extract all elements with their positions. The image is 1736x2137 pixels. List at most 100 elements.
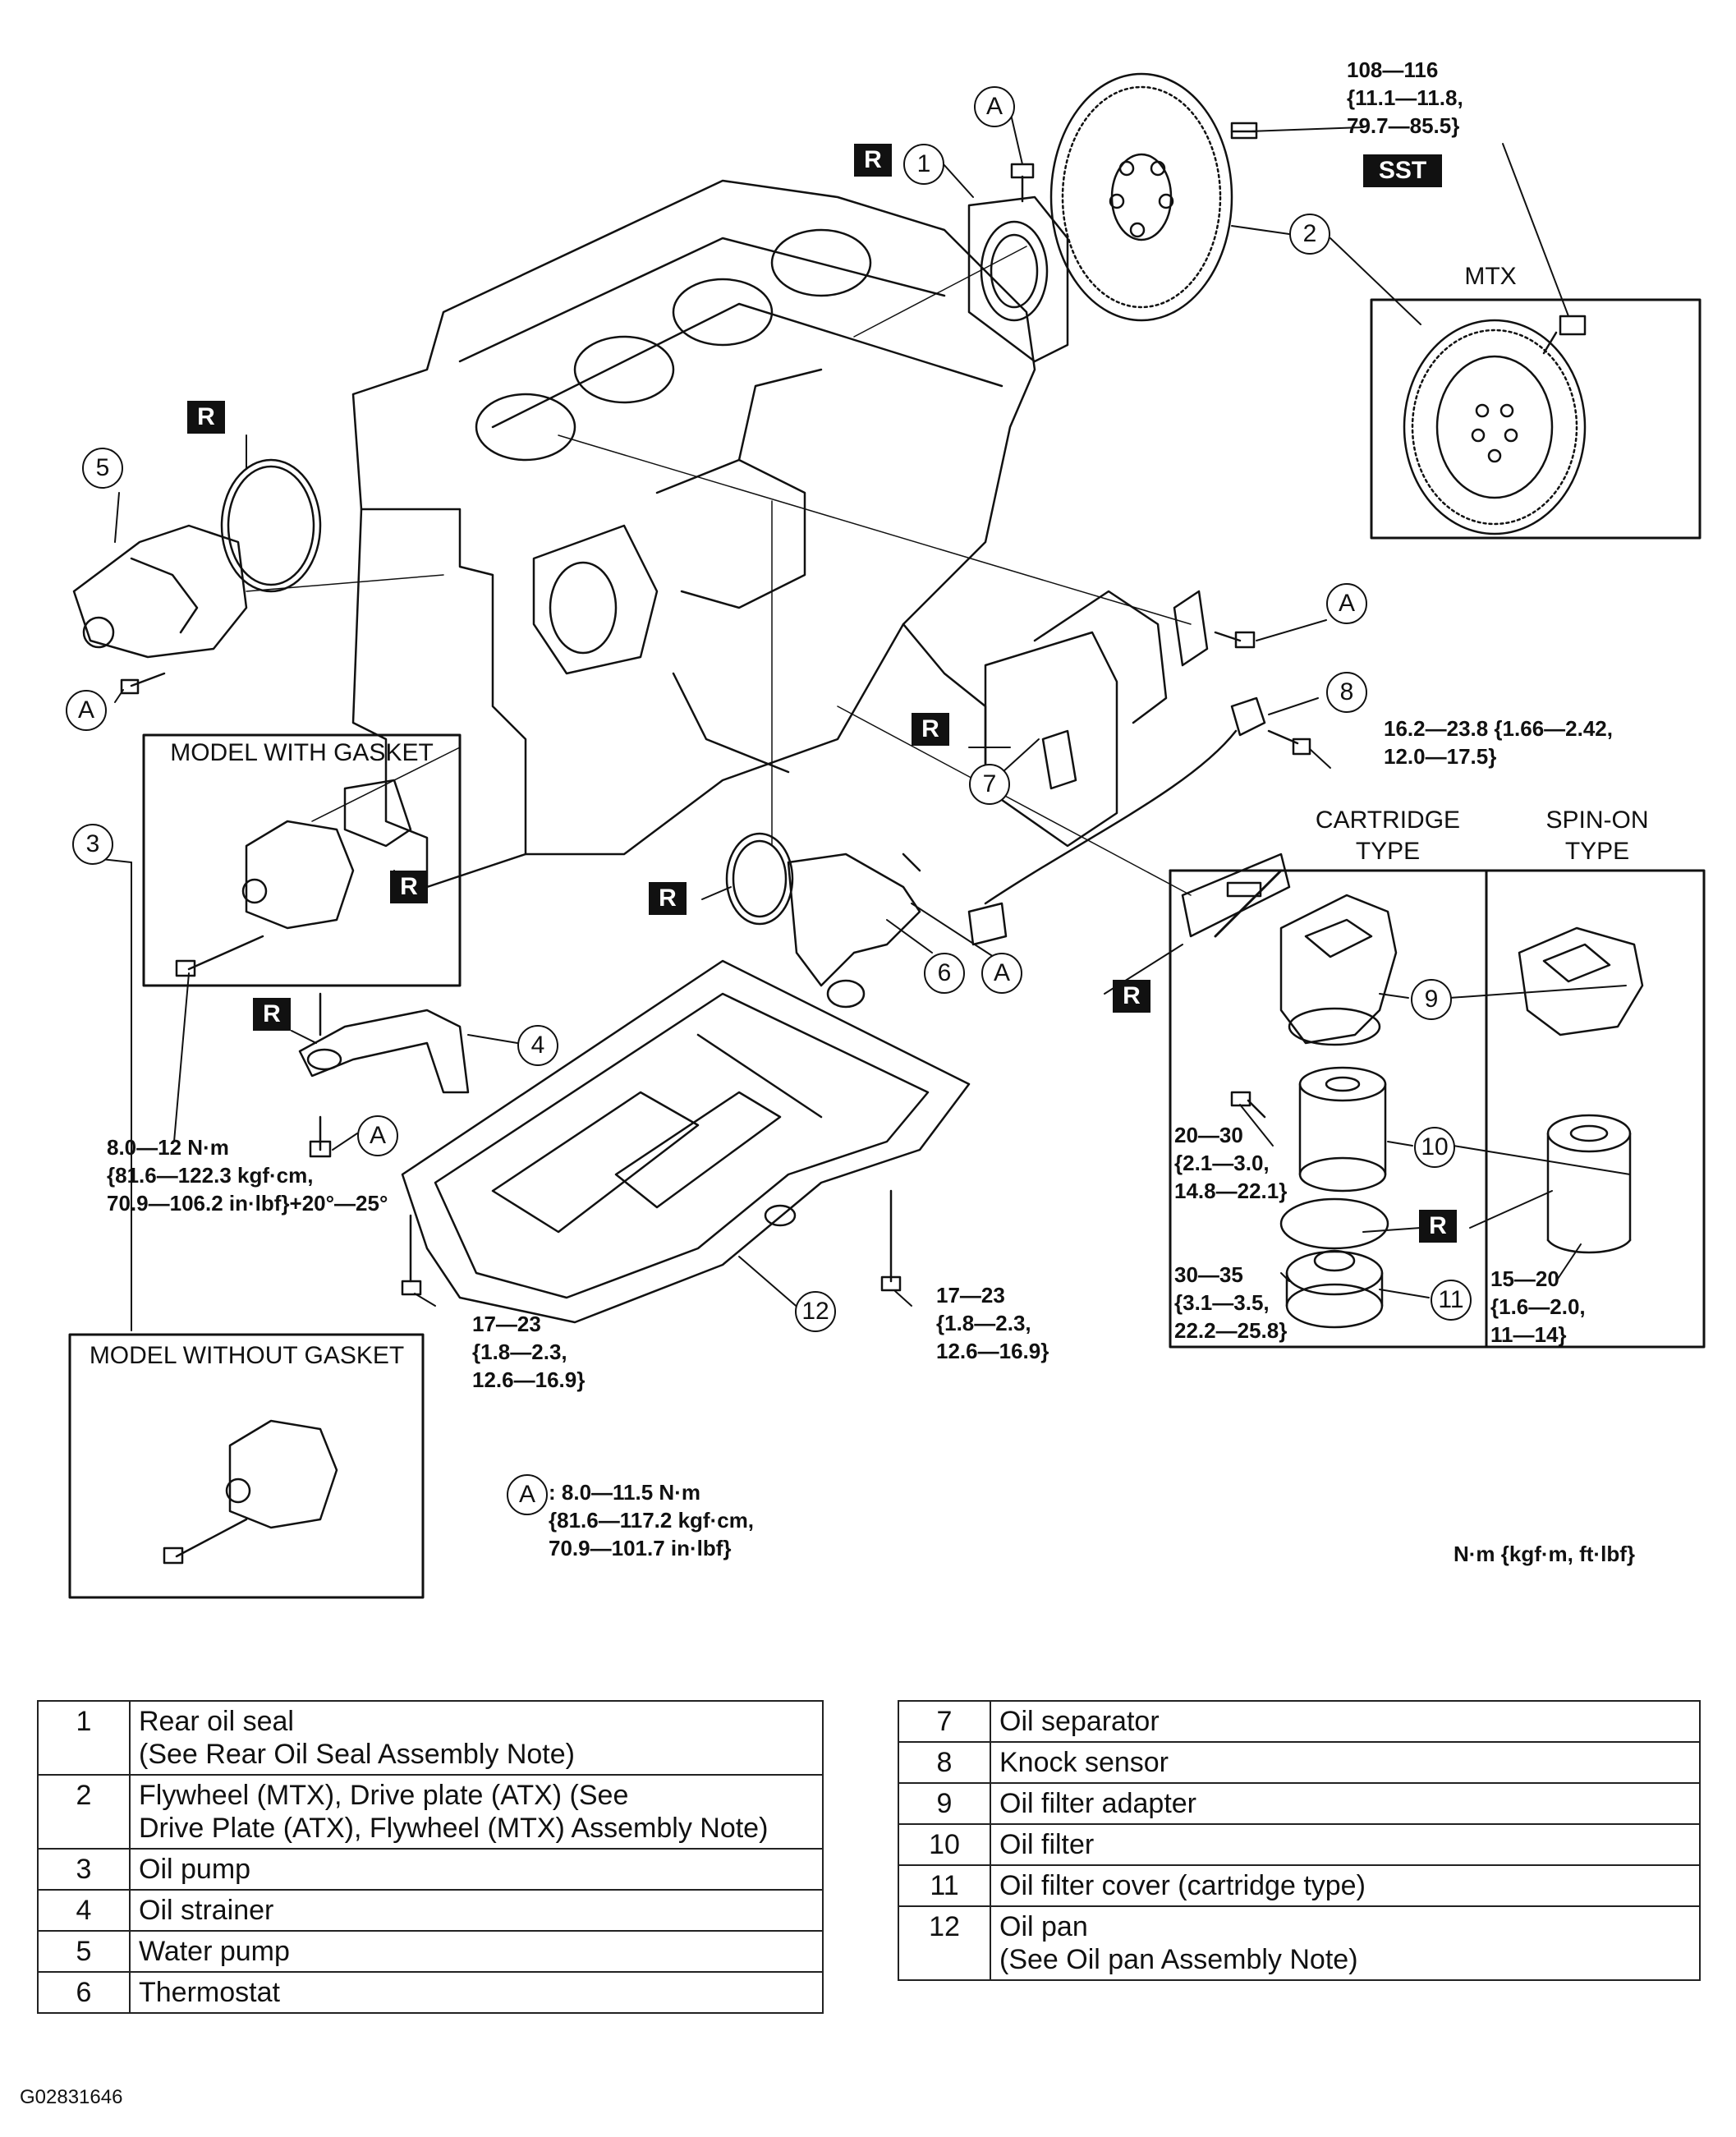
legend-number: 11 bbox=[898, 1864, 991, 1907]
callout-a-separator: A bbox=[1326, 583, 1367, 624]
spin-on-adapter-part bbox=[1518, 926, 1644, 1036]
torque-oil-pan-left: 17—23 {1.8—2.3, 12.6—16.9} bbox=[472, 1312, 586, 1392]
torque-oil-pump: 8.0—12 N·m {81.6—122.3 kgf·cm, 70.9—106.… bbox=[107, 1135, 388, 1216]
callout-3: 3 bbox=[72, 824, 113, 865]
legend-number: 5 bbox=[37, 1930, 131, 1973]
rear-oil-seal-part bbox=[967, 163, 1069, 363]
callout-12: 12 bbox=[795, 1291, 836, 1332]
torque-spin-on: 15—20 {1.6—2.0, 11—14} bbox=[1490, 1266, 1586, 1347]
callout-a-strainer: A bbox=[357, 1115, 398, 1156]
spin-on-type-box bbox=[1485, 869, 1706, 1349]
r-badge-adapter-gasket: R bbox=[1113, 980, 1150, 1013]
model-without-gasket-header: MODEL WITHOUT GASKET bbox=[89, 1342, 405, 1369]
r-badge-oil-pump-gasket: R bbox=[390, 871, 428, 903]
figure-id: G02831646 bbox=[20, 2086, 123, 2108]
filter-cover-part bbox=[1279, 1197, 1389, 1329]
legend-description: Oil filter adapter bbox=[990, 1782, 1701, 1825]
oil-pan-part bbox=[401, 959, 971, 1324]
legend-number: 2 bbox=[37, 1774, 131, 1850]
legend-number: 3 bbox=[37, 1848, 131, 1891]
r-badge-strainer: R bbox=[253, 998, 291, 1031]
legend-number: 9 bbox=[898, 1782, 991, 1825]
legend-number: 4 bbox=[37, 1889, 131, 1932]
thermostat-part bbox=[725, 832, 921, 1009]
legend-description: Knock sensor bbox=[990, 1741, 1701, 1784]
legend-description: Flywheel (MTX), Drive plate (ATX) (See D… bbox=[129, 1774, 824, 1850]
legend-description: Oil separator bbox=[990, 1700, 1701, 1743]
legend-number: 12 bbox=[898, 1905, 991, 1981]
model-without-gasket-box bbox=[68, 1333, 425, 1599]
legend-number: 10 bbox=[898, 1823, 991, 1866]
callout-a-thermostat: A bbox=[981, 953, 1022, 994]
legend-description: Oil strainer bbox=[129, 1889, 824, 1932]
cartridge-type-header: CARTRIDGE TYPE bbox=[1315, 807, 1461, 865]
spin-on-filter-part bbox=[1546, 1114, 1632, 1254]
callout-2: 2 bbox=[1289, 214, 1330, 255]
callout-4: 4 bbox=[517, 1025, 558, 1066]
callout-9: 9 bbox=[1411, 979, 1452, 1020]
legend-description: Thermostat bbox=[129, 1971, 824, 2014]
model-with-gasket-box bbox=[142, 733, 462, 987]
torque-units: N·m {kgf·m, ft·lbf} bbox=[1454, 1542, 1635, 1566]
legend-number: 7 bbox=[898, 1700, 991, 1743]
model-with-gasket-header: MODEL WITH GASKET bbox=[170, 739, 434, 766]
spin-on-type-header: SPIN-ON TYPE bbox=[1545, 807, 1649, 865]
oil-strainer-part bbox=[298, 992, 470, 1158]
cartridge-filter-part bbox=[1298, 1066, 1387, 1193]
callout-7: 7 bbox=[969, 764, 1010, 805]
callout-5: 5 bbox=[82, 448, 123, 489]
sst-badge: SST bbox=[1363, 154, 1442, 187]
legend-number: 1 bbox=[37, 1700, 131, 1776]
callout-a-water-pump: A bbox=[66, 690, 107, 731]
torque-adapter-bolt: 20—30 {2.1—3.0, 14.8—22.1} bbox=[1174, 1123, 1288, 1203]
cylinder-block bbox=[351, 179, 1036, 889]
legend-description: Oil pump bbox=[129, 1848, 824, 1891]
torque-knock-sensor: 16.2—23.8 {1.66—2.42, 12.0—17.5} bbox=[1384, 716, 1613, 769]
cartridge-adapter-part bbox=[1230, 894, 1398, 1119]
r-badge-oil-separator: R bbox=[912, 713, 949, 746]
oil-pump-alt-part bbox=[163, 1419, 338, 1565]
callout-1: 1 bbox=[903, 144, 944, 185]
adapter-gasket-part bbox=[1181, 853, 1291, 938]
exploded-engine-diagram bbox=[68, 72, 1706, 1599]
drive-plate-part bbox=[1049, 72, 1258, 322]
r-badge-filter-oring: R bbox=[1419, 1210, 1457, 1243]
r-badge-water-pump-gasket: R bbox=[187, 401, 225, 434]
torque-flywheel: 108—116 {11.1—11.8, 79.7—85.5} bbox=[1347, 57, 1463, 138]
mtx-box bbox=[1370, 298, 1702, 540]
torque-filter-cover: 30—35 {3.1—3.5, 22.2—25.8} bbox=[1174, 1262, 1288, 1343]
mtx-flywheel-part bbox=[1403, 315, 1587, 535]
callout-a-top: A bbox=[974, 86, 1015, 127]
legend-description: Oil filter bbox=[990, 1823, 1701, 1866]
oil-separator-part bbox=[984, 590, 1256, 848]
torque-oil-pan-right: 17—23 {1.8—2.3, 12.6—16.9} bbox=[936, 1283, 1049, 1363]
torque-a-legend: : 8.0—11.5 N·m {81.6—117.2 kgf·cm, 70.9—… bbox=[549, 1480, 755, 1560]
callout-6: 6 bbox=[924, 953, 965, 994]
callout-10: 10 bbox=[1414, 1127, 1455, 1168]
mtx-header: MTX bbox=[1464, 263, 1517, 290]
legend-description: Oil filter cover (cartridge type) bbox=[990, 1864, 1701, 1907]
legend-description: Water pump bbox=[129, 1930, 824, 1973]
water-pump-part bbox=[72, 458, 322, 695]
callout-11: 11 bbox=[1431, 1280, 1472, 1321]
oil-pump-part bbox=[175, 779, 412, 977]
legend-description: Rear oil seal (See Rear Oil Seal Assembl… bbox=[129, 1700, 824, 1776]
callout-a-legend: A bbox=[507, 1474, 548, 1515]
knock-sensor-part bbox=[967, 696, 1311, 946]
r-badge-rear-seal: R bbox=[854, 144, 892, 177]
callout-8: 8 bbox=[1326, 672, 1367, 713]
legend-number: 6 bbox=[37, 1971, 131, 2014]
